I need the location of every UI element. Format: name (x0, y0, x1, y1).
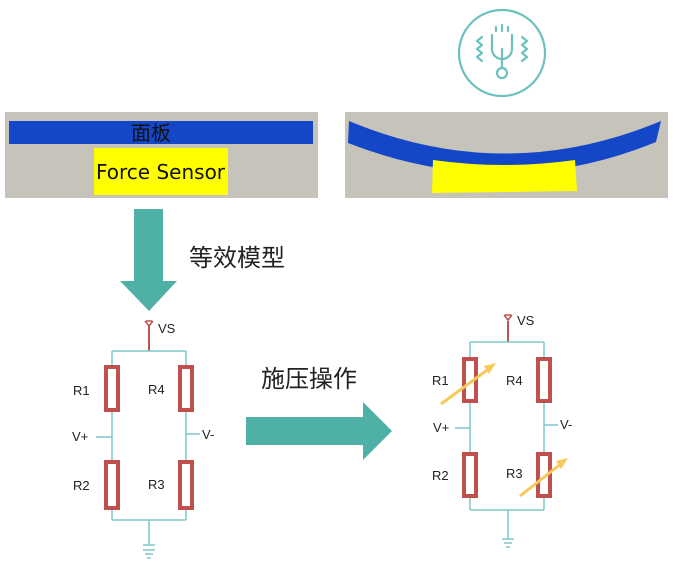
right-vminus-label: V- (560, 417, 572, 432)
right-r4-label: R4 (506, 373, 523, 388)
force-sensor-label: Force Sensor (96, 160, 226, 184)
right-vs-label: VS (517, 313, 535, 328)
left-r4-label: R4 (148, 382, 165, 397)
bent-blue-plate (348, 121, 661, 174)
left-r4 (178, 365, 194, 412)
left-r3 (178, 460, 194, 510)
left-vs-label: VS (158, 321, 176, 336)
left-r3-label: R3 (148, 477, 165, 492)
right-r2 (462, 452, 478, 498)
left-r1 (104, 365, 120, 412)
equivalent-model-label: 等效模型 (189, 244, 285, 272)
right-r3-strain-arrow (519, 461, 563, 498)
press-right-arrow (246, 402, 392, 460)
right-bridge-circuit: VS R1 R4 R2 R3 V+ V- (432, 313, 572, 548)
equivalent-down-arrow (120, 209, 177, 311)
flat-blue-plate (9, 121, 313, 144)
right-r4 (536, 357, 552, 403)
right-r1-label: R1 (432, 373, 449, 388)
left-bridge-circuit: VS R1 R4 R2 R3 V+ V- (72, 320, 214, 559)
left-vplus-label: V+ (72, 429, 88, 444)
left-r2-label: R2 (73, 478, 90, 493)
left-r2 (104, 460, 120, 510)
right-r1-strain-arrow (440, 366, 491, 406)
right-vplus-label: V+ (433, 420, 449, 435)
right-r3-label: R3 (506, 466, 523, 481)
left-vminus-label: V- (202, 427, 214, 442)
bent-force-sensor (432, 160, 577, 193)
press-operation-label: 施压操作 (261, 365, 357, 393)
right-r2-label: R2 (432, 468, 449, 483)
pressure-gauge-icon (457, 8, 547, 98)
panel-label: 面板 (131, 121, 171, 145)
right-r3 (536, 452, 552, 498)
left-r1-label: R1 (73, 383, 90, 398)
flat-force-sensor (94, 148, 228, 195)
